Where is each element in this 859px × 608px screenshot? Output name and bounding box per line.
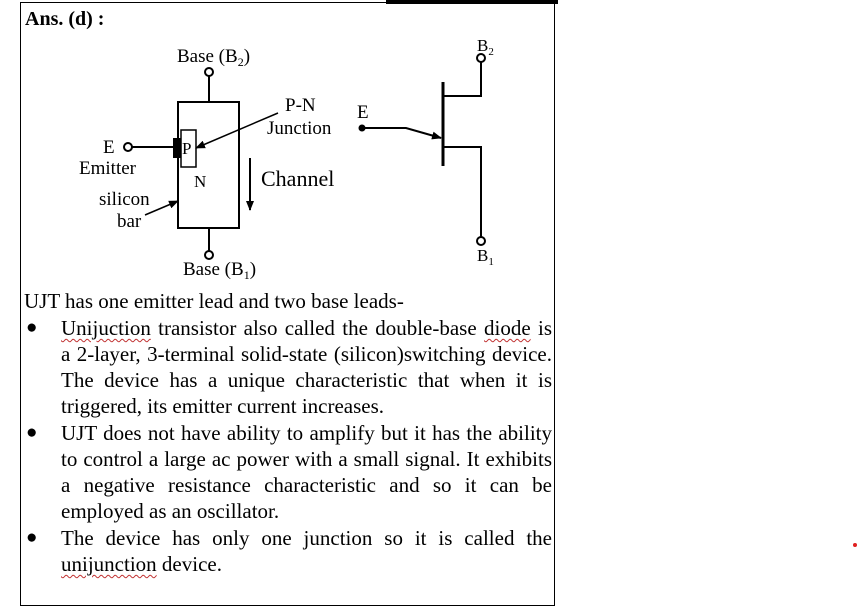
red-dot-mark (853, 543, 857, 547)
symbol-b2-label: B2 (477, 36, 494, 58)
list-item: ● UJT does not have ability to amplify bu… (24, 420, 552, 524)
symbol-b2-lead (443, 62, 482, 97)
bullet-text: transistor also called the double-base (150, 316, 485, 340)
bullet-text: is a 2-layer, 3-terminal solid-state (si… (61, 316, 553, 418)
bullet-list: ● Unijuction transistor also called the d… (24, 315, 552, 577)
silicon-label-line2: bar (117, 211, 142, 232)
symbol-b1-label: B1 (477, 246, 494, 268)
top-border-bar (386, 0, 558, 4)
bullet-icon: ● (26, 527, 38, 548)
n-label: N (194, 172, 206, 191)
p-contact (173, 138, 181, 158)
pn-label-line2: Junction (267, 118, 332, 139)
channel-label: Channel (261, 166, 334, 191)
bullet-icon: ● (26, 317, 38, 338)
spellcheck-word: diode (484, 316, 531, 340)
base1-label: Base (B1) (183, 259, 256, 282)
emitter-terminal (123, 142, 133, 152)
bullet-text: The device has only one junction so it i… (61, 526, 552, 550)
base2-label: Base (B2) (177, 46, 250, 69)
symbol-b1-lead (443, 146, 482, 237)
list-item: ● The device has only one junction so it … (24, 525, 552, 577)
symbol-b2-terminal (476, 53, 486, 63)
bullet-text: UJT does not have ability to amplify but… (61, 421, 552, 523)
bullet-text: device. (156, 552, 222, 576)
e-label: E (103, 137, 115, 158)
spellcheck-word: Unijuction (61, 316, 151, 340)
answer-heading: Ans. (d) : (25, 8, 105, 30)
silicon-arrow (144, 200, 179, 216)
symbol-emitter-line (362, 127, 442, 140)
p-label: P (182, 139, 191, 158)
silicon-label-line1: silicon (99, 189, 150, 210)
pn-label-line1: P-N (285, 95, 316, 116)
intro-text: UJT has one emitter lead and two base le… (24, 289, 404, 313)
base2-terminal (204, 67, 214, 77)
spellcheck-word: unijunction (61, 552, 157, 576)
symbol-e-label: E (357, 102, 369, 123)
symbol-b1-terminal (476, 236, 486, 246)
emitter-label: Emitter (79, 158, 137, 179)
pn-arrow (195, 112, 279, 149)
p-region (180, 129, 197, 168)
answer-frame (20, 2, 555, 606)
base1-terminal (204, 250, 214, 260)
ujt-diagram: Base (B2) Base (B1) P N E Emitter silico… (79, 36, 494, 282)
list-item: ● Unijuction transistor also called the d… (24, 315, 552, 419)
bullet-icon: ● (26, 422, 38, 443)
